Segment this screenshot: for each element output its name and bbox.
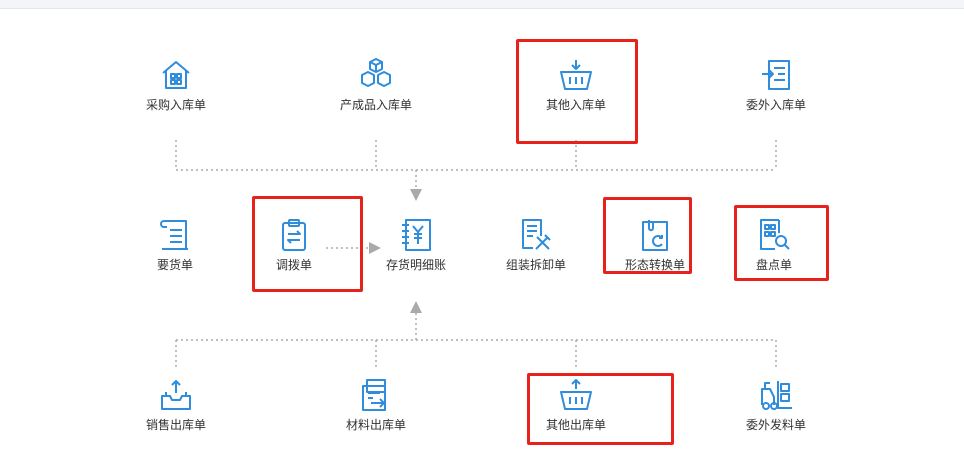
node-sales-outbound[interactable]: 销售出库单 <box>116 378 236 432</box>
node-other-inbound[interactable]: 其他入库单 <box>516 58 636 112</box>
ledger-yen-icon <box>402 219 431 251</box>
basket-in-icon <box>560 60 592 90</box>
node-other-outbound[interactable]: 其他出库单 <box>516 378 636 432</box>
node-outsourced-inbound[interactable]: 委外入库单 <box>716 58 836 112</box>
node-label: 材料出库单 <box>345 418 406 432</box>
list-import-icon <box>762 60 790 90</box>
node-label: 要货单 <box>156 258 193 272</box>
node-label: 存货明细账 <box>385 258 446 272</box>
node-label: 调拨单 <box>275 258 312 272</box>
node-finished-goods-inbound[interactable]: 产成品入库单 <box>316 58 436 112</box>
doc-convert-icon <box>642 220 668 251</box>
node-assembly-disassembly[interactable]: 组装拆卸单 <box>476 218 596 272</box>
node-transfer[interactable]: 调拨单 <box>234 218 354 272</box>
node-label: 其他入库单 <box>545 98 606 112</box>
node-outsourced-issue[interactable]: 委外发料单 <box>716 378 836 432</box>
node-purchase-inbound[interactable]: 采购入库单 <box>116 58 236 112</box>
node-label: 销售出库单 <box>145 418 206 432</box>
node-label: 采购入库单 <box>145 98 206 112</box>
forklift-icon <box>761 381 792 410</box>
scroll-doc-icon <box>160 220 188 250</box>
node-label: 形态转换单 <box>624 258 685 272</box>
clipboard-transfer-icon <box>282 219 306 251</box>
boxes-stack-icon <box>361 58 391 87</box>
node-label: 盘点单 <box>755 258 792 272</box>
basket-out-icon <box>560 379 592 410</box>
node-label: 委外入库单 <box>745 98 806 112</box>
top-toolbar-strip <box>0 0 964 9</box>
node-label: 委外发料单 <box>745 418 806 432</box>
doc-search-icon <box>760 219 790 250</box>
warehouse-house-icon <box>162 61 190 89</box>
tray-out-icon <box>161 380 191 410</box>
node-material-outbound[interactable]: 材料出库单 <box>316 378 436 432</box>
doc-stack-out-icon <box>362 379 386 411</box>
node-label: 产成品入库单 <box>339 98 412 112</box>
node-label: 组装拆卸单 <box>505 258 566 272</box>
node-stocktake[interactable]: 盘点单 <box>714 218 834 272</box>
node-requisition[interactable]: 要货单 <box>115 218 235 272</box>
node-inventory-ledger[interactable]: 存货明细账 <box>356 218 476 272</box>
node-label: 其他出库单 <box>545 418 606 432</box>
doc-tools-icon <box>522 219 551 250</box>
node-form-conversion[interactable]: 形态转换单 <box>595 218 715 272</box>
